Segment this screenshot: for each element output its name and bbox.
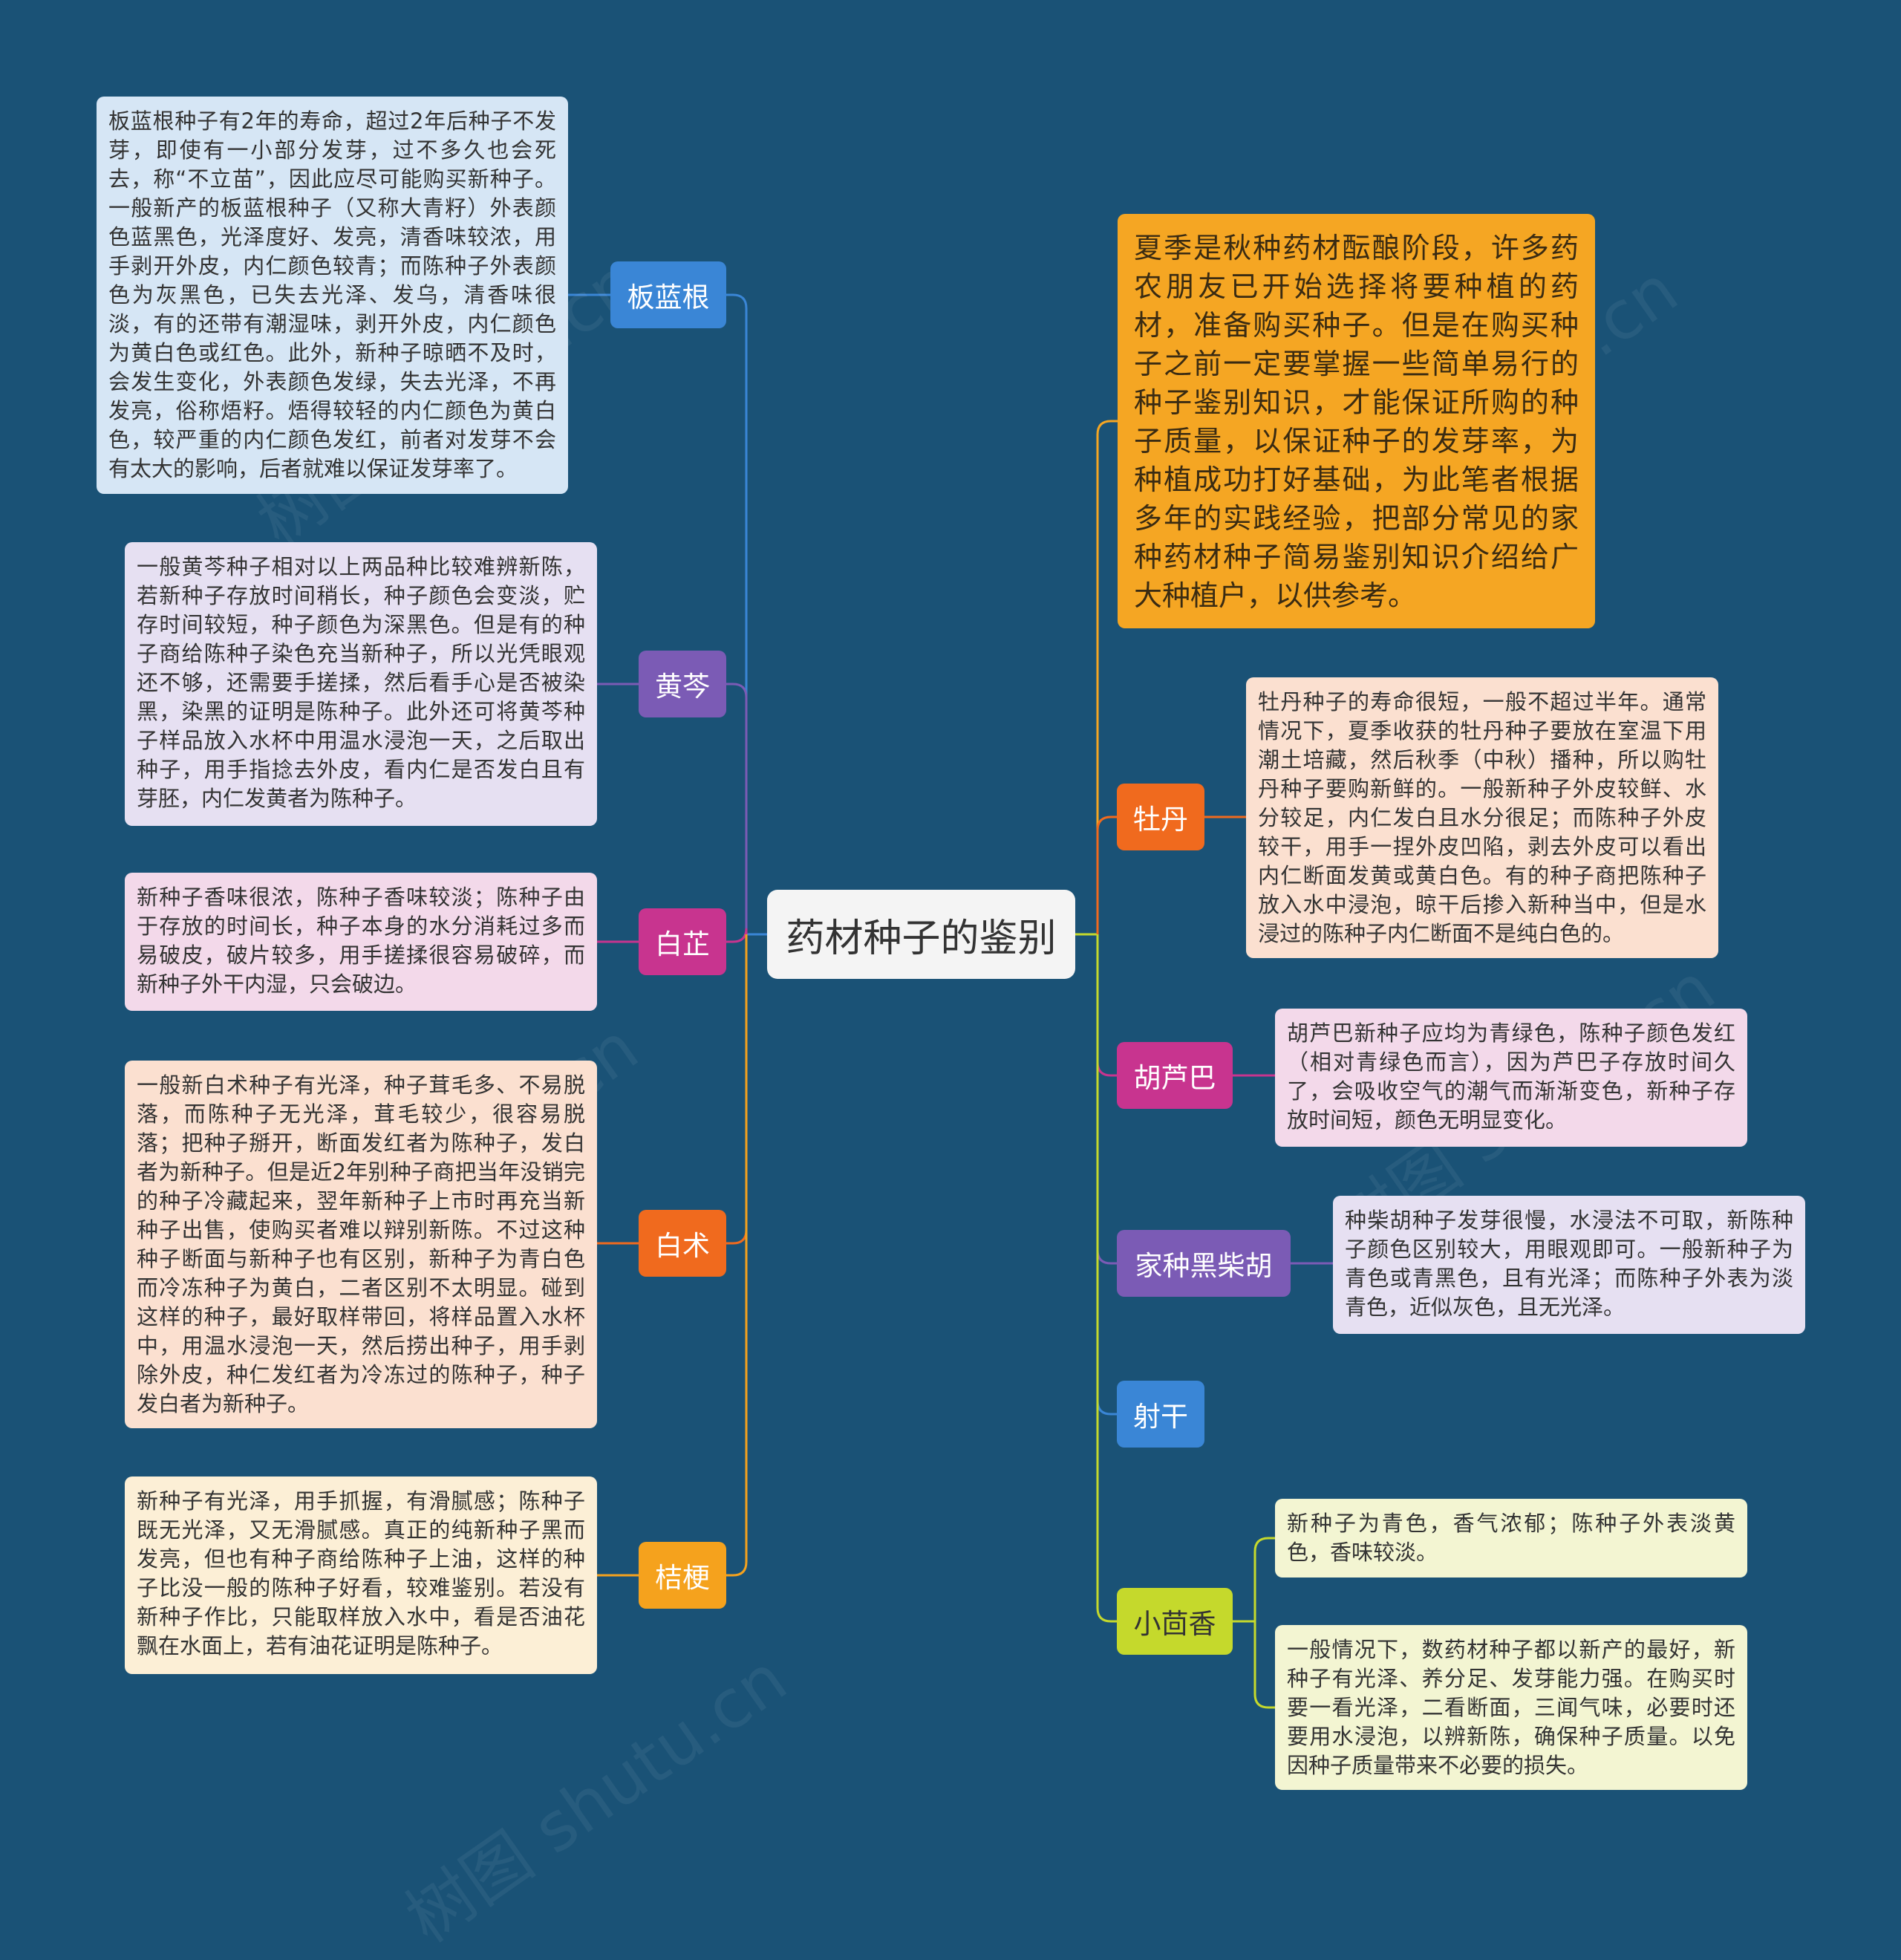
- central-topic[interactable]: 药材种子的鉴别: [767, 890, 1075, 979]
- branch-xiaohuixiang[interactable]: 小茴香: [1117, 1588, 1233, 1655]
- branch-jiegeng[interactable]: 桔梗: [639, 1542, 726, 1609]
- note-baizhi[interactable]: 新种子香味很浓，陈种子香味较淡；陈种子由于存放的时间长，种子本身的水分消耗过多而…: [125, 873, 597, 1011]
- link-right-3: [1096, 934, 1117, 1416]
- link-right-0: [1096, 815, 1117, 934]
- link-right-1: [1096, 934, 1117, 1077]
- note-mudan[interactable]: 牡丹种子的寿命很短，一般不超过半年。通常情况下，夏季收获的牡丹种子要放在室温下用…: [1246, 677, 1718, 958]
- note-baizhu[interactable]: 一般新白术种子有光泽，种子茸毛多、不易脱落，而陈种子无光泽，茸毛较少，很容易脱落…: [125, 1061, 597, 1428]
- branch-banlangen[interactable]: 板蓝根: [610, 261, 726, 328]
- branch-baizhu[interactable]: 白术: [639, 1210, 726, 1277]
- mind-map-canvas: 树图 shutu.cn 树图 shutu.cn 树图 shutu.cn 树图 s…: [97, 97, 1805, 1958]
- branch-huangqin[interactable]: 黄芩: [639, 651, 726, 717]
- link-right-4: [1096, 934, 1117, 1623]
- note-huluba[interactable]: 胡芦巴新种子应均为青绿色，陈种子颜色发红（相对青绿色而言），因为芦巴子存放时间久…: [1275, 1009, 1747, 1147]
- link-left-4: [726, 934, 748, 1577]
- note-banlangen[interactable]: 板蓝根种子有2年的寿命，超过2年后种子不发芽，即使有一小部分发芽，过不多久也会死…: [97, 97, 568, 494]
- note-chaihu[interactable]: 种柴胡种子发芽很慢，水浸法不可取，新陈种子颜色区别较大，用眼观即可。一般新种子为…: [1333, 1196, 1805, 1334]
- link-left-3: [726, 934, 748, 1245]
- link-left-1: [726, 683, 748, 934]
- branch-baizhi[interactable]: 白芷: [639, 908, 726, 975]
- branch-huluba[interactable]: 胡芦巴: [1117, 1042, 1233, 1109]
- branch-shegan[interactable]: 射干: [1117, 1381, 1204, 1448]
- branch-mudan[interactable]: 牡丹: [1117, 784, 1204, 850]
- link-intro: [1096, 420, 1118, 934]
- note-huangqin[interactable]: 一般黄芩种子相对以上两品种比较难辨新陈，若新种子存放时间稍长，种子颜色会变淡，贮…: [125, 542, 597, 826]
- note-xiaohuixiang-1[interactable]: 新种子为青色，香气浓郁；陈种子外表淡黄色，香味较淡。: [1275, 1499, 1747, 1578]
- link-left-0: [726, 293, 748, 934]
- connector-lines: [568, 293, 1333, 1709]
- intro-note[interactable]: 夏季是秋种药材酝酿阶段，许多药农朋友已开始选择将要种植的药材，准备购买种子。但是…: [1118, 214, 1595, 628]
- branch-chaihu[interactable]: 家种黑柴胡: [1117, 1230, 1291, 1297]
- link-right-note-4a: [1233, 1537, 1275, 1623]
- link-left-2: [726, 928, 748, 943]
- note-jiegeng[interactable]: 新种子有光泽，用手抓握，有滑腻感；陈种子既无光泽，又无滑腻感。真正的纯新种子黑而…: [125, 1476, 597, 1674]
- link-right-2: [1096, 934, 1117, 1265]
- note-xiaohuixiang-2[interactable]: 一般情况下，数药材种子都以新产的最好，新种子有光泽、养分足、发芽能力强。在购买时…: [1275, 1625, 1747, 1790]
- link-right-note-4b: [1253, 1621, 1275, 1709]
